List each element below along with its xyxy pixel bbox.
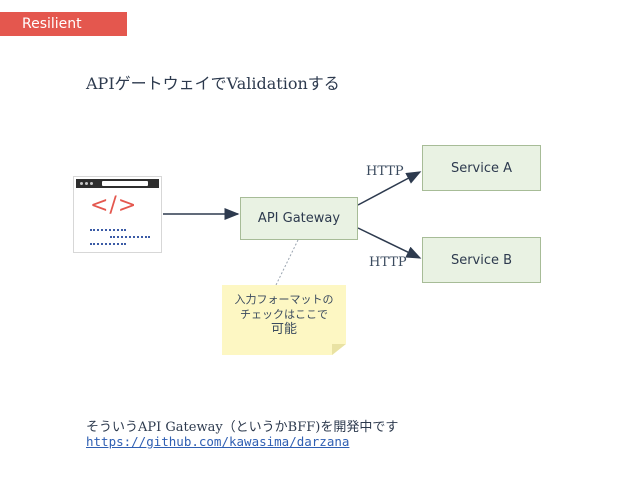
section-tag: Resilient [0, 12, 127, 36]
footer-text: そういうAPI Gateway（というかBFF)を開発中です [86, 420, 399, 435]
service-a-label: Service A [450, 160, 513, 176]
note-fold-corner [332, 344, 346, 355]
api-gateway-label: API Gateway [257, 211, 341, 226]
window-dot-icon [85, 182, 88, 185]
code-line [110, 236, 150, 238]
window-dot-icon [90, 182, 93, 185]
code-icon: </> [90, 193, 138, 218]
note-connector [275, 239, 299, 286]
browser-toolbar [76, 179, 159, 188]
arrow-gateway-to-service-b [357, 227, 422, 259]
edge-label-http-b: HTTP [369, 255, 407, 270]
code-line [90, 243, 126, 245]
edge-label-http-a: HTTP [366, 164, 404, 179]
service-a-node: Service A [422, 145, 541, 191]
arrow-gateway-to-service-a [357, 171, 422, 206]
sticky-note: 入力フォーマットの チェックはここで 可能 [222, 285, 346, 355]
code-line [90, 229, 126, 231]
note-line-2: チェックはここで [240, 308, 328, 321]
note-line-3: 可能 [270, 322, 297, 337]
slide-heading: APIゲートウェイでValidationする [86, 74, 340, 93]
github-link[interactable]: https://github.com/kawasima/darzana [86, 434, 350, 449]
window-dot-icon [80, 182, 83, 185]
service-b-label: Service B [450, 252, 513, 268]
address-bar [102, 181, 148, 186]
client-browser: </> [74, 177, 161, 252]
api-gateway-node: API Gateway [240, 197, 358, 240]
service-b-node: Service B [422, 237, 541, 283]
note-line-1: 入力フォーマットの [234, 293, 334, 306]
